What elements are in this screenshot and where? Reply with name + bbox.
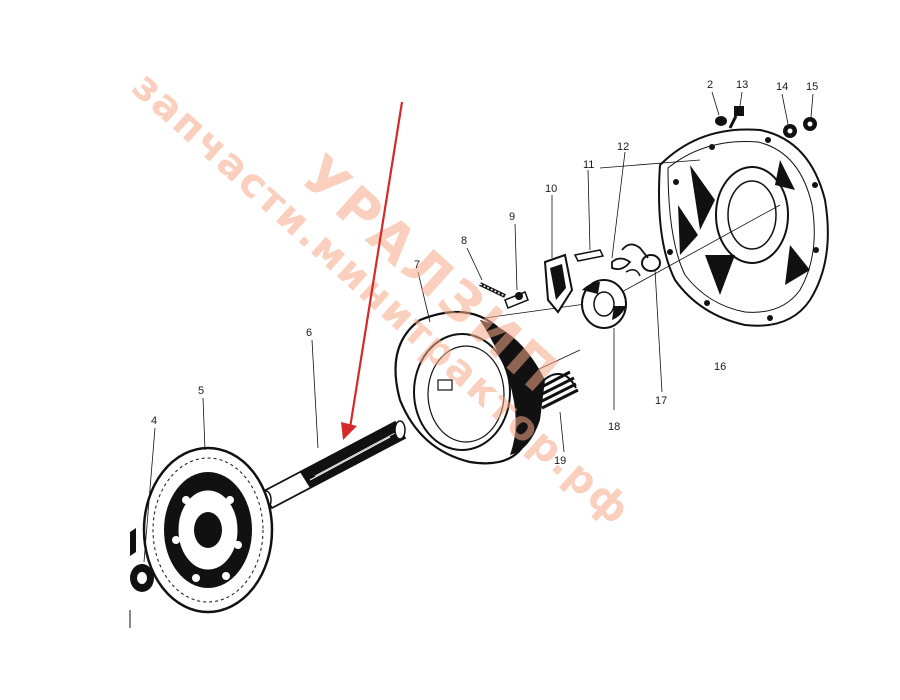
part-label-18: 18 [608, 421, 620, 433]
part-10-release-lever [543, 195, 574, 314]
part-label-14: 14 [776, 81, 788, 93]
part-16-clutch-housing [658, 128, 829, 327]
part-label-16: 16 [714, 361, 726, 373]
part-7-pressure-plate [394, 271, 545, 465]
part-label-17: 17 [655, 395, 667, 407]
part-12-lever-spring [611, 151, 641, 277]
part-6-clutch-shaft [260, 339, 407, 510]
part-label-13: 13 [736, 79, 748, 91]
part-label-6: 6 [306, 327, 312, 339]
part-label-2: 2 [707, 79, 713, 91]
part-label-11: 11 [583, 159, 594, 171]
part-17-spring-clip [621, 243, 663, 393]
part-label-8: 8 [461, 235, 467, 247]
part-label-9: 9 [509, 211, 515, 223]
part-9-adjust-bolt [504, 223, 529, 309]
part-13-bolt [728, 91, 744, 129]
part-label-12: 12 [617, 141, 629, 153]
part-label-10: 10 [545, 183, 557, 195]
part-2-washer [711, 91, 727, 126]
axis-lines [469, 159, 781, 379]
part-14-nut [781, 93, 797, 138]
part-label-7: 7 [414, 259, 420, 271]
part-label-5: 5 [198, 385, 204, 397]
part-15-nut [803, 93, 817, 131]
part-label-19: 19 [554, 455, 566, 467]
highlight-arrow [341, 101, 404, 440]
part-label-4: 4 [151, 415, 157, 427]
part-4-hub-nut [129, 427, 156, 628]
part-5-clutch-disc [142, 397, 274, 614]
part-label-15: 15 [806, 81, 818, 93]
part-8-stud [466, 247, 506, 298]
part-labels: 2 4 5 6 7 8 9 10 11 12 13 14 15 16 17 18 19 [151, 79, 818, 467]
part-11-pin [573, 169, 605, 262]
part-18-release-plate [581, 279, 627, 410]
